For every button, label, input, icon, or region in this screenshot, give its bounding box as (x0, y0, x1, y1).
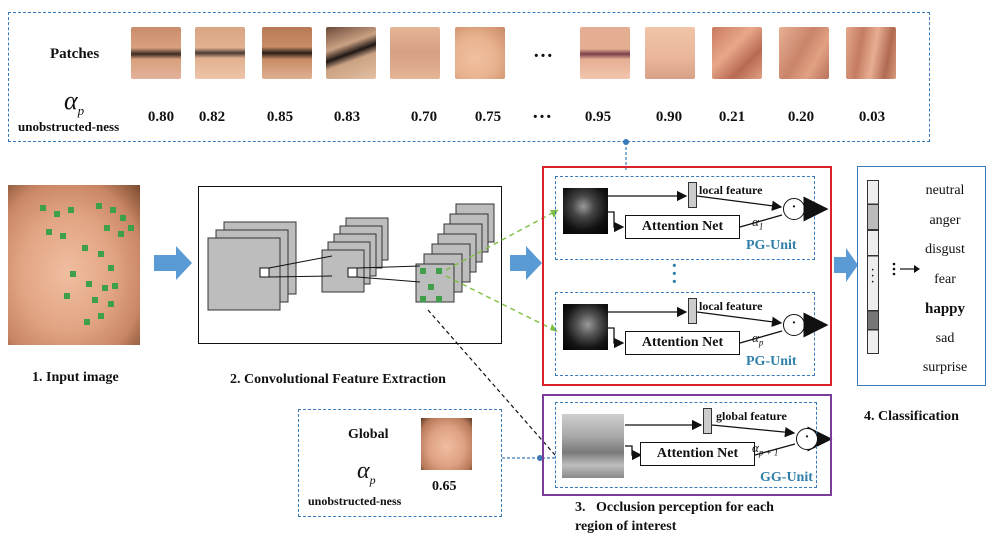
patch-11 (846, 27, 896, 79)
pg-units-container (542, 166, 832, 386)
patch-4 (326, 27, 376, 79)
alpha-value-10: 0.20 (787, 109, 815, 125)
patches-label: Patches (50, 46, 100, 62)
vector-ellipsis: ··· (871, 265, 875, 288)
gg-unit-container (542, 394, 832, 496)
alpha-p-symbol: αp (64, 86, 85, 119)
global-alpha-value: 0.65 (432, 479, 457, 494)
alpha-value-7: 0.95 (584, 109, 612, 125)
output-vector (867, 180, 879, 354)
classifier-arrow (892, 262, 920, 276)
class-label-anger: anger (929, 213, 961, 228)
global-alpha-symbol: αp (357, 458, 376, 487)
conv-layers (207, 203, 495, 311)
class-label-happy: happy (924, 301, 966, 317)
pg-unit-2-feature-map (563, 304, 608, 350)
caption-input-image: 1. Input image (32, 370, 119, 385)
alpha-value-11: 0.03 (858, 109, 886, 125)
unobstructed-label: unobstructed-ness (18, 119, 120, 134)
classification-panel (857, 166, 986, 386)
class-label-disgust: disgust (925, 242, 965, 257)
gg-unit-alpha: αp + 1 (752, 440, 779, 458)
alpha-value-4: 0.83 (333, 109, 361, 125)
arrow-units-to-classifier (834, 248, 858, 282)
gg-unit-attention-net: Attention Net (640, 442, 755, 466)
arrow-conv-to-units (510, 246, 542, 280)
gg-unit-global-feature-vector (703, 408, 712, 434)
patch-8 (645, 27, 695, 79)
patch-3 (262, 27, 312, 79)
patch-7 (580, 27, 630, 79)
caption-occlusion-line1: 3. Occlusion perception for each (575, 500, 774, 515)
global-unobstructed-label: unobstructed-ness (308, 494, 402, 508)
pg-unit-1-feature-map (563, 188, 608, 234)
patch-6 (455, 27, 505, 79)
alpha-value-8: 0.90 (655, 109, 683, 125)
global-label: Global (348, 427, 389, 442)
patches-ellipsis: … (533, 40, 553, 62)
pg-unit-1-label: PG-Unit (746, 238, 797, 253)
alpha-value-6: 0.75 (474, 109, 502, 125)
gg-unit-feature-label: global feature (716, 409, 787, 423)
pg-unit-1-attention-net: Attention Net (625, 215, 740, 239)
class-label-neutral: neutral (925, 183, 965, 198)
pg-unit-2-label: PG-Unit (746, 354, 797, 369)
patch-2 (195, 27, 245, 79)
gg-unit-label: GG-Unit (760, 470, 813, 485)
global-panel (298, 409, 502, 517)
alpha-value-3: 0.85 (266, 109, 294, 125)
pg-unit-2-alpha: αp (752, 330, 764, 348)
patches-panel (8, 12, 930, 142)
alpha-value-2: 0.82 (198, 109, 226, 125)
alpha-value-1: 0.80 (147, 109, 175, 125)
patch-10 (779, 27, 829, 79)
landmark-points (40, 203, 134, 325)
pg-unit-2-local-feature-vector (688, 298, 697, 324)
arrow-input-to-conv (154, 246, 192, 280)
pg-unit-1-feature-label: local feature (699, 183, 763, 197)
pg-unit-2-multiply-op: · (783, 314, 805, 336)
caption-conv-extraction: 2. Convolutional Feature Extraction (230, 372, 446, 387)
input-face-image (8, 185, 140, 345)
class-label-fear: fear (934, 272, 956, 287)
global-face-thumbnail (421, 418, 472, 470)
pg-unit-2-feature-label: local feature (699, 299, 763, 313)
conv-feature-box (198, 186, 502, 344)
pg-units-ellipsis: ··· (671, 255, 678, 293)
alpha-value-5: 0.70 (410, 109, 438, 125)
class-label-surprise: surprise (922, 360, 968, 375)
pg-unit-1-alpha: α1 (752, 214, 764, 232)
pg-unit-1-local-feature-vector (688, 182, 697, 208)
alpha-ellipsis: … (532, 101, 552, 123)
gg-unit (555, 402, 817, 488)
caption-occlusion-line2: region of interest (575, 519, 677, 534)
gg-unit-global-feature-map (562, 414, 624, 478)
patch-1 (131, 27, 181, 79)
gg-unit-multiply-op: · (796, 428, 818, 450)
patch-9 (712, 27, 762, 79)
alpha-value-9: 0.21 (718, 109, 746, 125)
caption-classification: 4. Classification (864, 409, 959, 424)
patch-5 (390, 27, 440, 79)
class-label-sad: sad (935, 331, 955, 346)
pg-unit-2-attention-net: Attention Net (625, 331, 740, 355)
